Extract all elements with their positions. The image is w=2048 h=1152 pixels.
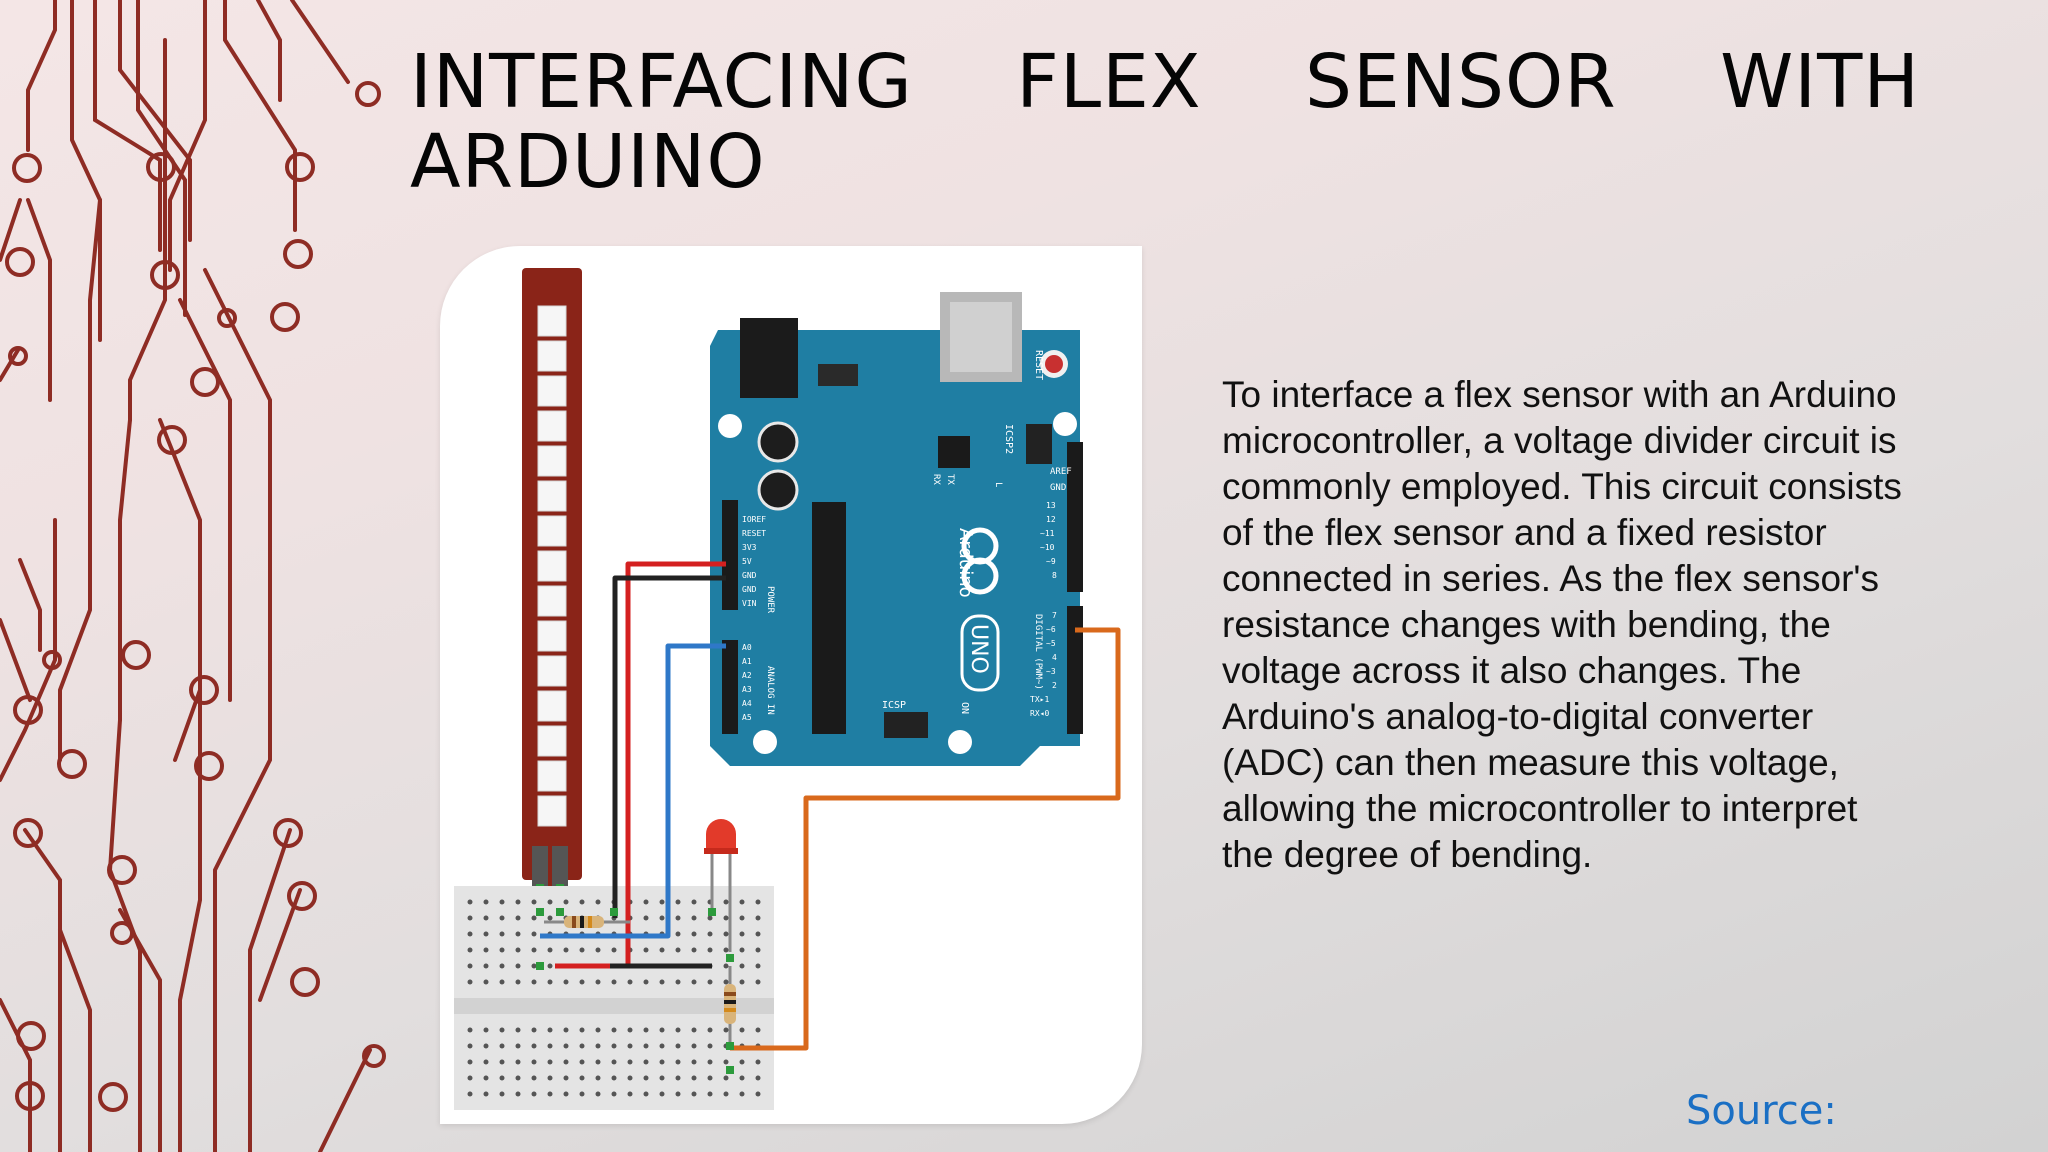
circuit-diagram-figure: RESET ICSP2 AREF GND TX RX L Arduino UNO… (440, 246, 1142, 1124)
pin-label-rx0: RX◂0 (1030, 709, 1049, 718)
pin-label-12: 12 (1046, 515, 1056, 524)
board-label-rx: RX (931, 474, 941, 485)
red-led (704, 819, 738, 952)
title-word: SENSOR (1304, 39, 1617, 125)
title-word: WITH (1720, 39, 1920, 125)
pin-label-5: ~5 (1046, 639, 1056, 648)
pin-label-3v3: 3V3 (742, 543, 757, 552)
source-link[interactable]: Source: (1686, 1088, 1837, 1134)
slide-title: INTERFACING FLEX SENSOR WITH ARDUINO (410, 42, 1920, 202)
pin-label-4: 4 (1052, 653, 1057, 662)
wire-orange-d5 (730, 627, 1121, 1051)
resistor-led (724, 966, 736, 1046)
pin-label-3: ~3 (1046, 667, 1056, 676)
arduino-brand-label: Arduino (955, 528, 976, 598)
arduino-uno-board: RESET ICSP2 AREF GND TX RX L Arduino UNO… (710, 292, 1083, 766)
board-label-reset: RESET (1033, 350, 1044, 380)
pin-label-a1: A1 (742, 657, 752, 666)
pin-label-10: ~10 (1040, 543, 1055, 552)
pin-label-8: 8 (1052, 571, 1057, 580)
wire-blue-a0 (540, 643, 726, 939)
board-label-gnd: GND (1050, 483, 1066, 493)
pin-label-tx1: TX▸1 (1030, 695, 1049, 704)
board-label-tx: TX (945, 474, 955, 485)
wires (540, 561, 1121, 1051)
pin-label-a3: A3 (742, 685, 752, 694)
circuit-trace-decoration (0, 0, 386, 1152)
title-word: FLEX (1016, 39, 1202, 125)
pin-label-a5: A5 (742, 713, 752, 722)
pin-label-a0: A0 (742, 643, 752, 652)
board-label-aref: AREF (1050, 467, 1072, 477)
arduino-wiring-diagram: RESET ICSP2 AREF GND TX RX L Arduino UNO… (454, 268, 1121, 1110)
pin-label-11: ~11 (1040, 529, 1055, 538)
pin-label-gnd: GND (742, 571, 757, 580)
title-line-2: ARDUINO (410, 119, 766, 205)
flex-sensor (522, 268, 582, 908)
pin-label-vin: VIN (742, 599, 757, 608)
title-line-1: INTERFACING FLEX SENSOR WITH (410, 42, 1920, 122)
resistor-flex-divider (544, 916, 630, 928)
board-label-analog: ANALOG IN (765, 666, 775, 715)
pin-label-6: ~6 (1046, 625, 1056, 634)
pin-label-reset: RESET (742, 529, 766, 538)
pin-label-5v: 5V (742, 557, 752, 566)
arduino-model-label: UNO (966, 624, 991, 674)
pin-label-gnd: GND (742, 585, 757, 594)
pin-label-ioref: IOREF (742, 515, 766, 524)
wire-red-5v (555, 561, 726, 969)
board-label-l: L (993, 482, 1003, 487)
pin-label-a2: A2 (742, 671, 752, 680)
pin-label-a4: A4 (742, 699, 752, 708)
board-label-icsp: ICSP (882, 700, 906, 711)
board-label-icsp2: ICSP2 (1003, 424, 1014, 454)
board-label-on: ON (959, 702, 970, 714)
pin-label-2: 2 (1052, 681, 1057, 690)
wire-black-gnd (612, 575, 726, 918)
pin-label-9: ~9 (1046, 557, 1056, 566)
pin-label-7: 7 (1052, 611, 1057, 620)
board-label-digital: DIGITAL (PWM~) (1033, 614, 1043, 690)
pin-label-13: 13 (1046, 501, 1056, 510)
title-word: INTERFACING (410, 39, 913, 125)
breadboard-pin-marks (536, 908, 734, 1074)
board-label-power: POWER (765, 586, 775, 614)
slide-body-text: To interface a flex sensor with an Ardui… (1222, 374, 1902, 875)
